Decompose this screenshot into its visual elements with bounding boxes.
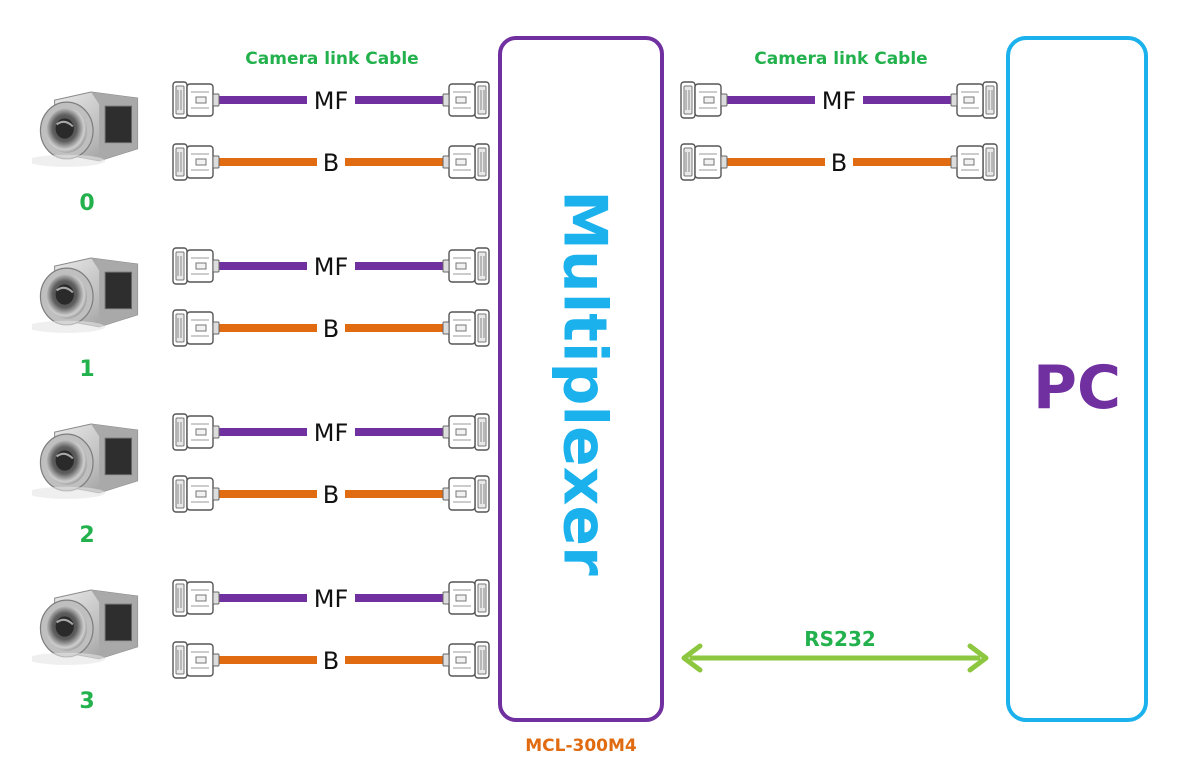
connector-icon: [442, 81, 490, 119]
cable-type-label: B: [323, 481, 339, 509]
camera-icon: [32, 91, 139, 168]
multiplexer-box: [498, 36, 664, 722]
camera-index-label: 0: [79, 191, 94, 216]
pc-cable-group: MF B: [680, 81, 998, 181]
pc-box: [1006, 36, 1148, 722]
pc-title: PC: [1033, 353, 1121, 423]
multiplexer-model: MCL-300M4: [525, 736, 637, 756]
camera-unit: 2 MF B: [32, 413, 490, 548]
connector-icon: [172, 475, 220, 513]
connector-icon: [442, 309, 490, 347]
rs232-label: RS232: [804, 627, 876, 651]
cable-type-label: B: [323, 315, 339, 343]
connector-icon: [442, 579, 490, 617]
camera-unit: 3 MF B: [32, 579, 490, 714]
connector-icon: [172, 143, 220, 181]
connector-icon: [442, 641, 490, 679]
right-cable-title: Camera link Cable: [754, 49, 927, 69]
camera-link-cable: B: [680, 143, 998, 181]
connector-icon: [172, 247, 220, 285]
connector-icon: [950, 81, 998, 119]
cable-type-label: MF: [314, 585, 349, 613]
left-cable-title: Camera link Cable: [245, 49, 418, 69]
connector-icon: [172, 641, 220, 679]
camera-index-label: 2: [79, 523, 94, 548]
connector-icon: [442, 143, 490, 181]
connector-icon: [172, 579, 220, 617]
cable-type-label: MF: [314, 253, 349, 281]
camera-link-cable: MF: [172, 247, 490, 285]
multiplexer-title: Multiplexer: [549, 190, 619, 576]
cable-type-label: B: [323, 149, 339, 177]
camera-unit: 1 MF B: [32, 247, 490, 382]
connector-icon: [172, 309, 220, 347]
connector-icon: [442, 475, 490, 513]
connector-icon: [442, 247, 490, 285]
camera-link-cable: B: [172, 475, 490, 513]
camera-link-cable: B: [172, 641, 490, 679]
double-arrow-icon: [681, 643, 989, 673]
connector-icon: [680, 81, 728, 119]
camera-link-cable: B: [172, 309, 490, 347]
camera-unit: 0 MF B: [32, 81, 490, 216]
camera-link-cable: MF: [680, 81, 998, 119]
cable-type-label: MF: [314, 87, 349, 115]
cable-type-label: B: [323, 647, 339, 675]
connector-icon: [680, 143, 728, 181]
cable-type-label: B: [831, 149, 847, 177]
connector-icon: [950, 143, 998, 181]
cable-type-label: MF: [314, 419, 349, 447]
camera-icon: [32, 589, 139, 666]
camera-icon: [32, 423, 139, 500]
camera-link-cable: MF: [172, 81, 490, 119]
cable-type-label: MF: [822, 87, 857, 115]
camera-icon: [32, 257, 139, 334]
camera-link-cable: MF: [172, 413, 490, 451]
connector-icon: [172, 413, 220, 451]
connector-icon: [172, 81, 220, 119]
camera-link-cable: B: [172, 143, 490, 181]
connector-icon: [442, 413, 490, 451]
camera-index-label: 1: [79, 357, 94, 382]
camera-link-cable: MF: [172, 579, 490, 617]
camera-index-label: 3: [79, 689, 94, 714]
